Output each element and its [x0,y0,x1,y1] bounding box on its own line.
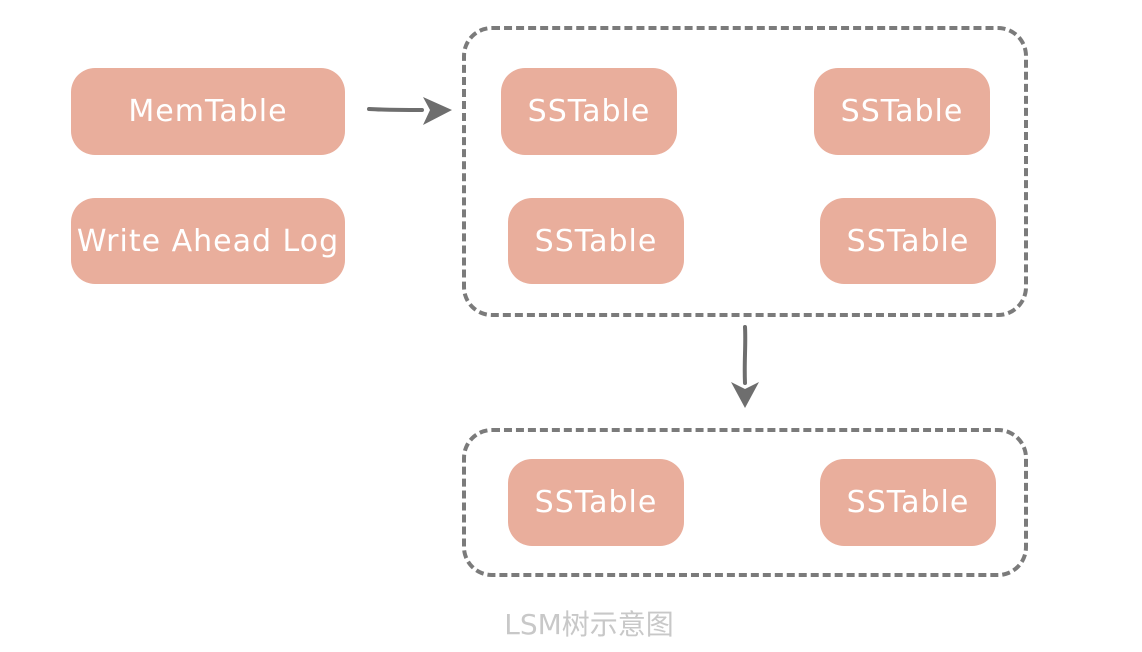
compaction-arrow [731,325,759,408]
sstable-label: SSTable [527,94,651,129]
diagram-caption: LSM树示意图 [504,608,674,641]
sstable-label: SSTable [840,94,964,129]
memtable-label: MemTable [128,94,288,129]
sstable-box: SSTable [508,198,684,284]
sstable-box: SSTable [814,68,990,155]
sstable-label: SSTable [846,485,970,520]
sstable-label: SSTable [534,223,658,259]
write-ahead-log-box: Write Ahead Log [71,198,345,284]
sstable-label: SSTable [534,485,658,520]
write-ahead-log-label: Write Ahead Log [76,223,340,259]
sstable-group-level-0 [462,26,1028,317]
sstable-box: SSTable [508,459,684,546]
flush-arrow [367,97,452,125]
sstable-box: SSTable [820,198,996,284]
sstable-label: SSTable [846,223,970,259]
memtable-box: MemTable [71,68,345,155]
sstable-group-level-1 [462,428,1028,577]
sstable-box: SSTable [820,459,996,546]
sstable-box: SSTable [501,68,677,155]
